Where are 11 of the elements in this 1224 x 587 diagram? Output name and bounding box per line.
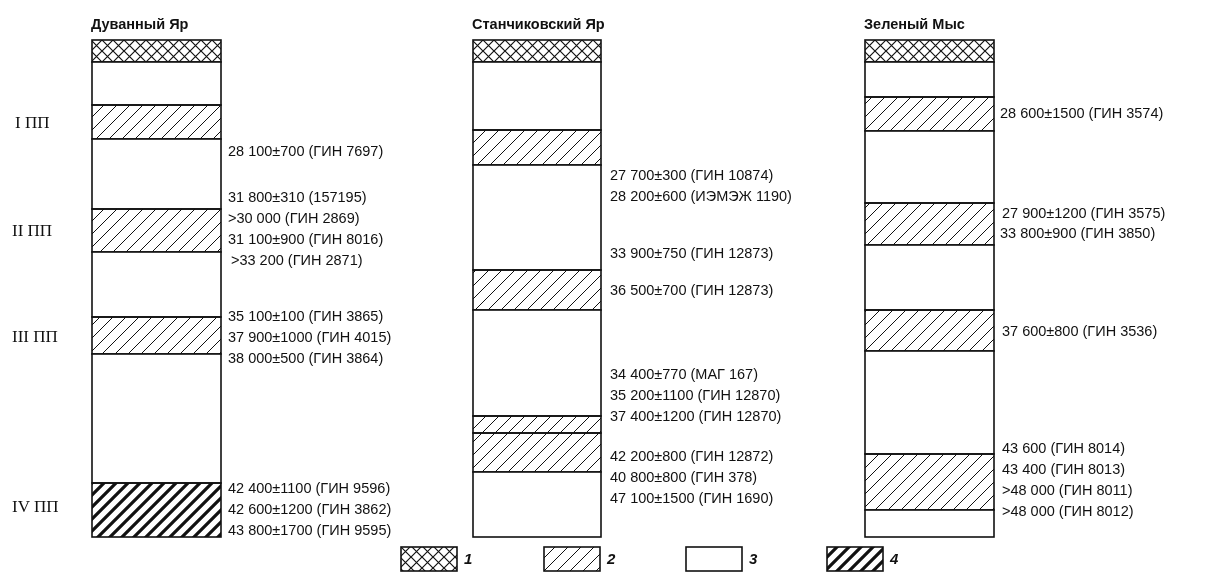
column-heading: Дуванный Яр <box>91 16 189 33</box>
paleosol-label: II ПП <box>12 221 53 241</box>
column-heading: Зеленый Мыс <box>864 16 965 33</box>
legend-number: 4 <box>890 550 899 567</box>
legend-number: 3 <box>749 550 758 567</box>
paleosol-label: III ПП <box>12 327 58 347</box>
column-heading: Станчиковский Яр <box>472 16 605 33</box>
paleosol-label: I ПП <box>15 113 50 133</box>
legend-number: 2 <box>607 550 616 567</box>
paleosol-label: IV ПП <box>12 497 59 517</box>
legend-number: 1 <box>464 550 473 567</box>
